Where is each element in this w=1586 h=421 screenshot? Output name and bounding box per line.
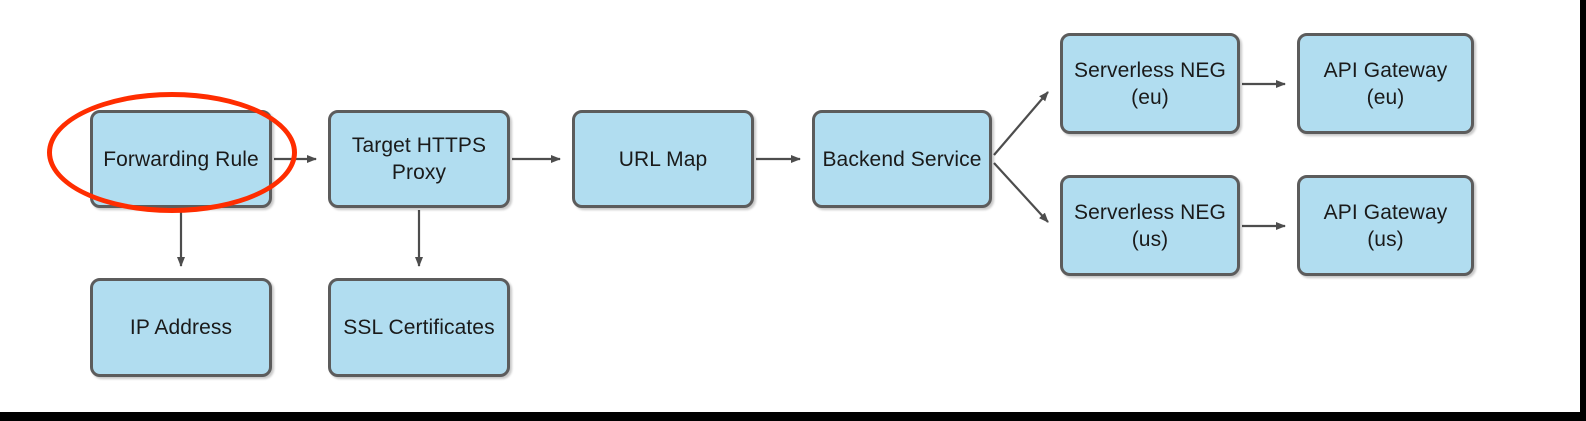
node-label: IP Address <box>129 316 233 339</box>
node-serverless-neg-us[interactable]: Serverless NEG (us) <box>1060 175 1240 276</box>
edge-backend-service-to-serverless-neg-us <box>993 162 1049 223</box>
node-label: URL Map <box>618 147 708 171</box>
node-label: Serverless NEG (us) <box>1074 200 1226 251</box>
node-label: Backend Service <box>822 147 982 171</box>
node-target-https-proxy[interactable]: Target HTTPS Proxy <box>328 110 510 208</box>
node-label: SSL Certificates <box>343 316 495 339</box>
node-serverless-neg-eu[interactable]: Serverless NEG (eu) <box>1060 33 1240 134</box>
node-api-gateway-us[interactable]: API Gateway (us) <box>1297 175 1474 276</box>
node-label: Serverless NEG (eu) <box>1074 58 1226 109</box>
node-forwarding-rule[interactable]: Forwarding Rule <box>90 110 272 208</box>
edge-backend-service-to-serverless-neg-eu <box>993 91 1049 156</box>
node-url-map[interactable]: URL Map <box>572 110 754 208</box>
node-label: API Gateway (eu) <box>1323 58 1448 109</box>
node-ssl-certificates[interactable]: SSL Certificates <box>328 278 510 377</box>
node-backend-service[interactable]: Backend Service <box>812 110 992 208</box>
node-label: API Gateway (us) <box>1323 200 1448 251</box>
node-api-gateway-eu[interactable]: API Gateway (eu) <box>1297 33 1474 134</box>
node-ip-address[interactable]: IP Address <box>90 278 272 377</box>
frame-bottom-border <box>0 412 1586 421</box>
node-label: Forwarding Rule <box>103 147 259 171</box>
frame-right-border <box>1580 0 1586 421</box>
node-label: Target HTTPS Proxy <box>351 134 487 184</box>
